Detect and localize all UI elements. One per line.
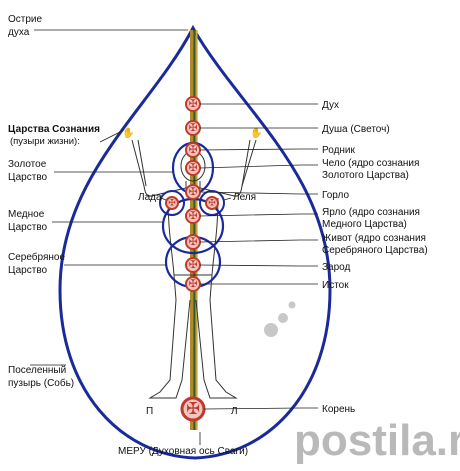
chakra-8-label: Зарод bbox=[322, 262, 351, 273]
chakra-5-symbol-icon: ✠ bbox=[189, 186, 198, 198]
meru-axis-green bbox=[193, 30, 196, 430]
chakra-4-symbol-icon: ✠ bbox=[189, 162, 198, 174]
chakra-10-leader bbox=[203, 407, 318, 410]
lelya-bubble bbox=[199, 190, 225, 216]
lada-chakra-symbol-icon: ✠ bbox=[168, 199, 176, 209]
chakra-3-symbol-icon: ✠ bbox=[189, 144, 198, 156]
chakra-4-label: Чело (ядро сознания bbox=[322, 158, 419, 169]
meru-axis-gold-2 bbox=[195, 30, 198, 430]
chakra-5-label: Горло bbox=[322, 190, 349, 201]
chakra-7-leader bbox=[199, 239, 318, 243]
left-hand-icon: ✋ bbox=[122, 126, 134, 139]
chakra-6-label: Медного Царства) bbox=[322, 219, 407, 230]
chakra-4-leader bbox=[199, 164, 318, 169]
watermark-dot-1 bbox=[264, 323, 278, 337]
bubble-label-2: пузырь (Собь) bbox=[8, 377, 74, 389]
realms-subtitle: (пузыри жизни): bbox=[10, 136, 80, 147]
chakra-1-label: Дух bbox=[322, 100, 339, 111]
lelya-label: Леля bbox=[233, 192, 256, 203]
chakra-2: ✠ bbox=[185, 120, 201, 136]
bubble-label-1: Поселенный bbox=[8, 365, 66, 376]
chakra-6-label: Ярло (ядро сознания bbox=[322, 207, 420, 218]
chakra-8-leader bbox=[199, 264, 318, 267]
meru-axis-gold bbox=[190, 30, 194, 430]
watermark-dot-2 bbox=[278, 313, 288, 323]
chakra-2-label: Душа (Светоч) bbox=[322, 124, 390, 135]
chakra-3: ✠ bbox=[185, 142, 201, 158]
chakra-9: ✠ bbox=[185, 276, 201, 292]
chakra-1-symbol-icon: ✠ bbox=[189, 98, 198, 110]
chakra-10-label: Корень bbox=[322, 404, 355, 415]
chakra-7-label: Живот (ядро сознания bbox=[322, 233, 426, 244]
watermark-text: postila.ru bbox=[294, 416, 460, 465]
lelya-chakra-symbol-icon: ✠ bbox=[208, 199, 216, 209]
chakra-7-symbol-icon: ✠ bbox=[189, 236, 198, 248]
silver-realm-label-1: Серебряное bbox=[8, 251, 65, 263]
lada-leader bbox=[160, 197, 167, 201]
lelya-chakra: ✠ bbox=[205, 196, 219, 210]
lada-label: Лада bbox=[138, 192, 162, 203]
chakra-4: ✠ bbox=[185, 160, 201, 176]
foot-right-label: Л bbox=[231, 406, 238, 417]
chakra-1: ✠ bbox=[185, 96, 201, 112]
spirit-tip-label-2: духа bbox=[8, 27, 30, 38]
chakra-8-symbol-icon: ✠ bbox=[189, 259, 198, 271]
chakra-3-label: Родник bbox=[322, 145, 356, 156]
golden-realm-label-1: Золотое bbox=[8, 159, 47, 170]
silver-realm-label-2: Царство bbox=[8, 265, 48, 276]
chakra-6-symbol-icon: ✠ bbox=[189, 210, 198, 222]
lelya-leader bbox=[223, 197, 232, 201]
chakra-3-leader bbox=[199, 148, 318, 151]
chakra-6-leader bbox=[199, 213, 318, 217]
realms-title: Царства Сознания bbox=[8, 124, 100, 135]
chakra-10-symbol-icon: ✠ bbox=[186, 399, 200, 418]
chakra-6: ✠ bbox=[185, 208, 201, 224]
right-hand-icon: ✋ bbox=[250, 126, 262, 139]
chakra-5: ✠ bbox=[185, 184, 201, 200]
realms-leader bbox=[99, 129, 125, 143]
chakra-9-symbol-icon: ✠ bbox=[189, 278, 198, 290]
meru-caption: МЕРУ (Духовная ось Сваги) bbox=[118, 446, 248, 457]
settled-bubble-outline bbox=[58, 24, 332, 460]
chakra-2-symbol-icon: ✠ bbox=[189, 122, 198, 134]
chakra-7: ✠ bbox=[185, 234, 201, 250]
spirit-tip-label-1: Острие bbox=[8, 14, 43, 25]
chakra-8: ✠ bbox=[185, 257, 201, 273]
foot-left-label: П bbox=[146, 406, 153, 417]
chakra-7-label: Серебряного Царства) bbox=[322, 244, 428, 256]
chakra-9-label: Исток bbox=[322, 280, 349, 291]
human-figure bbox=[131, 139, 257, 399]
golden-realm-label-2: Царство bbox=[8, 172, 48, 183]
copper-realm-label-1: Медное bbox=[8, 209, 45, 220]
lada-bubble bbox=[159, 190, 185, 216]
chakra-layer: ✠ ✠ ✠ ✠ ✠ ✠ ✠ ✠ ✠ ✠ ✠ ✠ bbox=[165, 96, 219, 422]
copper-realm-label-2: Царство bbox=[8, 222, 48, 233]
watermark-dot-3 bbox=[288, 301, 296, 309]
lada-chakra: ✠ bbox=[165, 196, 179, 210]
chakra-10: ✠ bbox=[180, 396, 206, 422]
chakra-5-leader bbox=[199, 191, 318, 195]
chakra-4-label: Золотого Царства) bbox=[322, 170, 409, 181]
